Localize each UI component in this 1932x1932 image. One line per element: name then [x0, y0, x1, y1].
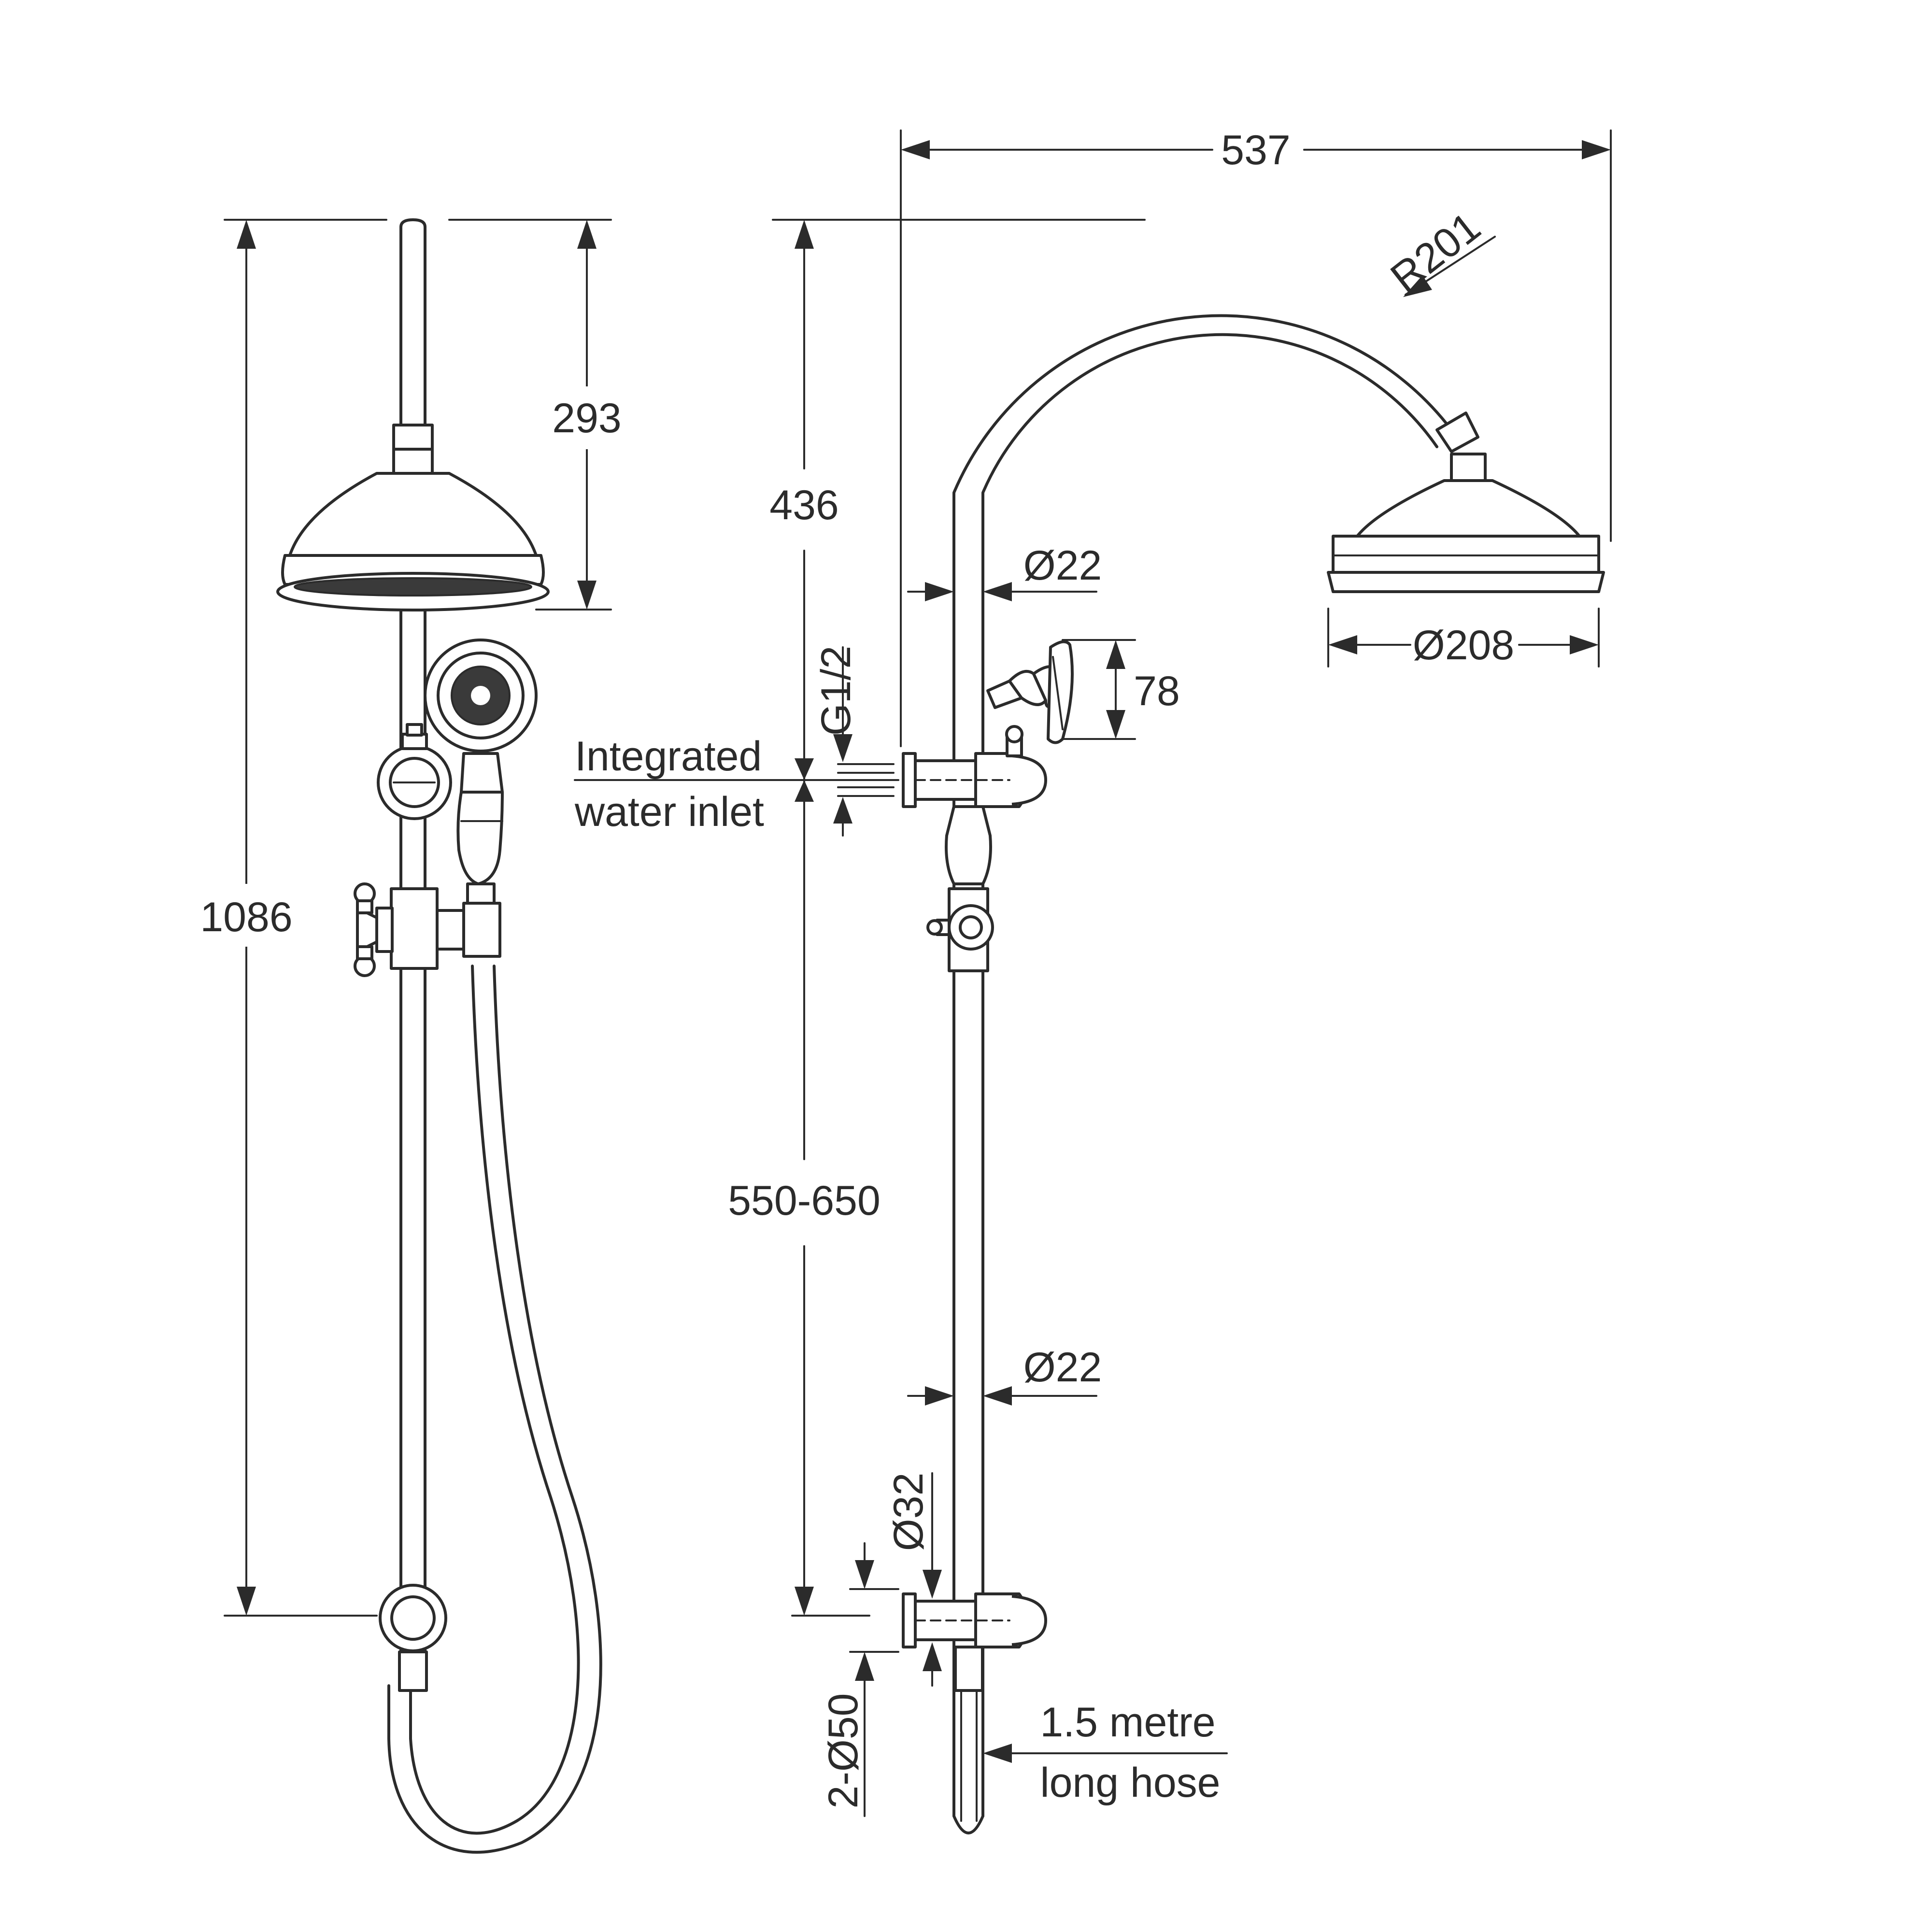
side-view: 537 R201 436 550-650 Integrated water in… — [574, 127, 1612, 1834]
front-hose — [387, 965, 602, 1854]
front-head-neck — [392, 448, 434, 475]
side-diverter — [926, 887, 994, 972]
note-hose-line2: long hose — [1040, 1760, 1221, 1806]
dim-pipe-dia-upper: Ø22 — [1023, 542, 1102, 589]
dim-rail-adjust: 550-650 — [728, 1178, 881, 1224]
dim-side-head-dia: Ø208 — [1413, 622, 1514, 668]
front-slider-bracket — [377, 723, 452, 820]
dim-handset-height: 78 — [1134, 668, 1180, 714]
note-hose-line1: 1.5 metre — [1040, 1699, 1215, 1746]
dim-front-total-height: 1086 — [200, 894, 292, 940]
dim-side-arch-radius: R201 — [1382, 203, 1489, 301]
front-diverter — [354, 882, 501, 977]
dim-side-width: 537 — [1221, 127, 1291, 173]
side-lower-bracket — [902, 1592, 1047, 1822]
dim-pipe-dia-lower: Ø22 — [1023, 1344, 1102, 1391]
dim-bottom-bracket-dia: Ø32 — [885, 1473, 932, 1551]
side-arch-pipe-inner — [981, 333, 1438, 1818]
front-hand-shower — [424, 639, 538, 914]
side-head-connector — [1435, 412, 1479, 453]
front-riser-pipe — [399, 218, 426, 1653]
side-shower-head — [1327, 479, 1605, 593]
dim-bottom-flange-dia: 2-Ø50 — [820, 1693, 867, 1808]
note-inlet-line2: water inlet — [574, 789, 764, 835]
note-inlet-line1: Integrated — [575, 733, 762, 780]
side-hand-shower — [986, 640, 1074, 744]
front-bottom-bracket — [379, 1584, 447, 1692]
dim-inlet-thread: G1/2 — [813, 646, 859, 736]
dim-front-head-drop: 293 — [552, 395, 622, 441]
dim-side-upper-height: 436 — [769, 482, 839, 528]
side-arch-pipe-outer — [952, 314, 1453, 1818]
front-view: 1086 293 — [193, 218, 638, 1854]
side-upper-bracket — [902, 725, 1047, 885]
front-coupling — [392, 424, 434, 451]
front-shower-head — [276, 472, 550, 611]
